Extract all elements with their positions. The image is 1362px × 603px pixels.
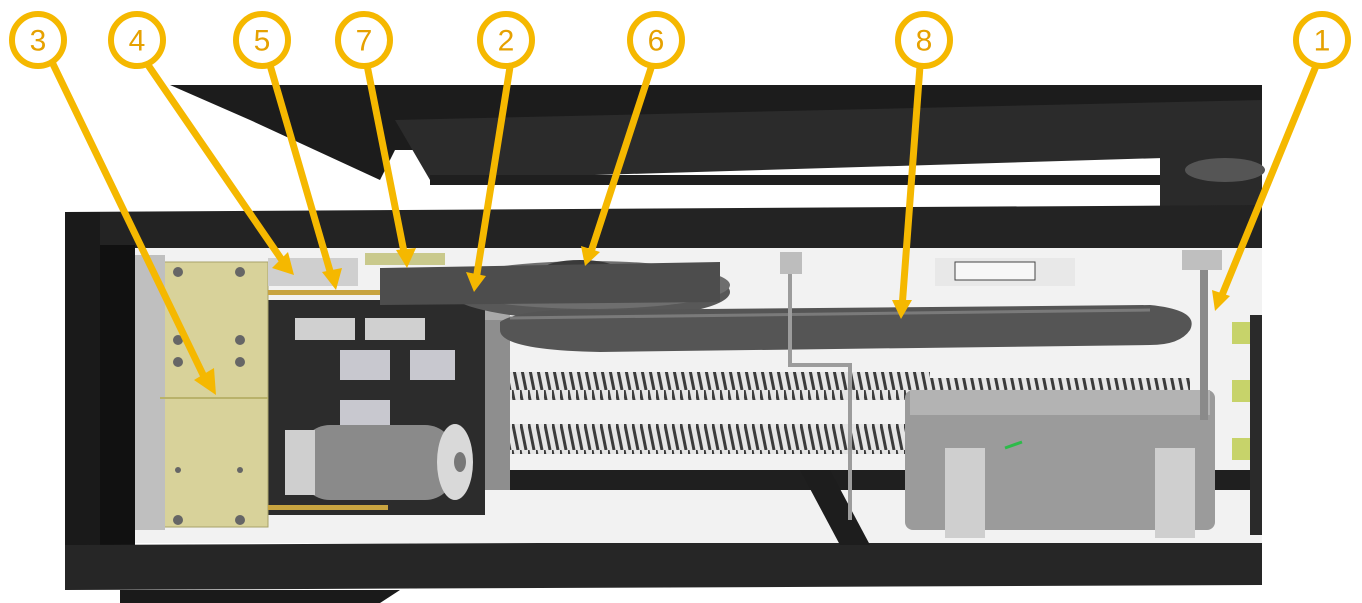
top-panel-upper xyxy=(395,100,1262,180)
left-housing-window-2 xyxy=(365,318,425,340)
callout-8: 8 xyxy=(895,11,953,69)
callout-2: 2 xyxy=(477,11,535,69)
frame-base-foot xyxy=(120,590,400,603)
arrowhead-4 xyxy=(272,252,294,275)
motor-body xyxy=(300,425,455,500)
top-right-hub xyxy=(1185,158,1265,182)
left-housing-window-4 xyxy=(410,350,455,380)
leader-5 xyxy=(266,61,336,282)
center-block-face xyxy=(485,320,510,490)
arrowhead-7 xyxy=(396,248,416,268)
callout-label: 6 xyxy=(648,25,665,58)
left-housing-window-1 xyxy=(295,318,355,340)
spring-upper xyxy=(510,372,930,400)
motor-shaft xyxy=(454,452,466,472)
left-housing-window-3 xyxy=(340,350,390,380)
sensor-window-frame xyxy=(954,261,1036,281)
plate-bolts xyxy=(173,267,245,525)
right-connector-strip xyxy=(1250,315,1262,535)
leader-7 xyxy=(363,61,409,261)
callout-6: 6 xyxy=(627,11,685,69)
linkage-rod xyxy=(1200,270,1208,420)
leader-6 xyxy=(586,61,656,259)
callout-1: 1 xyxy=(1293,11,1351,69)
right-connectors xyxy=(1232,322,1250,460)
callout-leaders xyxy=(48,58,1320,389)
leader-1 xyxy=(1216,62,1320,304)
mounting-plate-side xyxy=(135,255,165,530)
arrowhead-6 xyxy=(581,246,600,266)
callout-label: 5 xyxy=(254,25,271,58)
frame-left-post xyxy=(65,212,100,582)
motor-casing xyxy=(285,430,315,495)
callout-label: 4 xyxy=(129,25,146,58)
linkage-bracket xyxy=(1182,250,1222,270)
arrowhead-3 xyxy=(194,368,216,395)
switch-head xyxy=(780,252,802,274)
cross-brace xyxy=(800,470,870,545)
spring-lower xyxy=(510,424,910,454)
callout-7: 7 xyxy=(335,11,393,69)
arrowhead-5 xyxy=(322,268,342,290)
callout-5: 5 xyxy=(233,11,291,69)
callout-badges: 3 4 5 7 2 6 8 1 xyxy=(9,11,1351,69)
callout-3: 3 xyxy=(9,11,67,69)
callout-4: 4 xyxy=(108,11,166,69)
leader-4 xyxy=(144,61,290,270)
callout-arrowheads xyxy=(194,246,1230,395)
frame-top-bar xyxy=(65,205,1262,255)
callout-label: 2 xyxy=(498,25,515,58)
leader-3 xyxy=(48,58,212,389)
threaded-rod-upper xyxy=(268,290,388,295)
arrowhead-8 xyxy=(892,300,912,319)
upper-rail xyxy=(430,175,1262,185)
arrowhead-2 xyxy=(466,272,486,292)
drive-belt xyxy=(380,262,720,305)
callout-label: 8 xyxy=(916,25,933,58)
long-belt-highlight xyxy=(509,308,1151,320)
left-housing-window-5 xyxy=(340,400,390,425)
arrowhead-1 xyxy=(1212,290,1230,311)
leader-8 xyxy=(898,62,924,312)
frame-left-inner xyxy=(100,245,135,545)
mounting-plate xyxy=(159,261,269,528)
gearbox-top xyxy=(910,390,1210,415)
callout-label: 7 xyxy=(356,25,373,58)
callout-label: 3 xyxy=(30,25,47,58)
frame-bottom-bar xyxy=(65,540,1262,590)
gearbox-foot-right xyxy=(1155,448,1195,538)
threaded-rod-lower xyxy=(268,505,388,510)
machine-illustration xyxy=(65,85,1265,603)
callout-label: 1 xyxy=(1314,25,1331,58)
gearbox-mark xyxy=(1004,440,1023,450)
switch-rod xyxy=(788,262,852,520)
gearbox-foot-left xyxy=(945,448,985,538)
leader-2 xyxy=(472,63,514,284)
